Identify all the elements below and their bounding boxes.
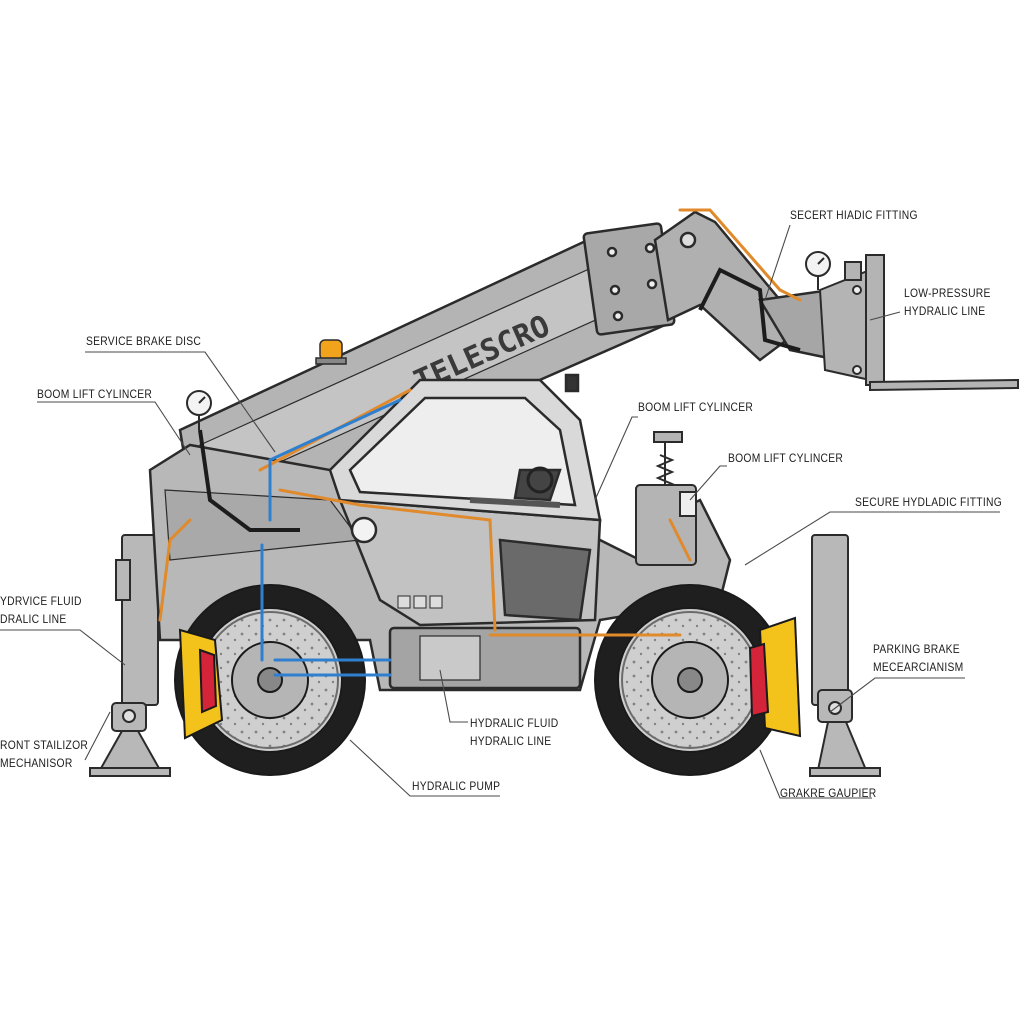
label-secure-fitting-top: SECERT HIADIC FITTING (790, 208, 918, 222)
fork-carriage (818, 254, 1019, 392)
label-boom-lift-cylinder-left: BOOM LIFT CYLINCER (37, 387, 153, 401)
hydraulic-pump-housing (388, 626, 582, 690)
front-brake-pad (198, 648, 218, 714)
cab (328, 373, 602, 522)
front-wheel (174, 584, 366, 776)
label-boom-lift-cylinder-center: BOOM LIFT CYLINCER (638, 400, 754, 414)
pressure-gauge-left (186, 390, 212, 430)
hydraulic-lines-black (198, 267, 801, 532)
pressure-gauge-body (350, 516, 378, 544)
rear-spring-mount (635, 431, 697, 566)
hydraulic-lines-blue (260, 398, 402, 677)
rear-brake-pad (748, 642, 770, 718)
label-boom-lift-cylinder-right: BOOM LIFT CYLINCER (728, 451, 844, 465)
rear-wheel (594, 584, 802, 776)
label-brake-caliper: GRAKRE GAUPIER (780, 786, 877, 800)
leader-lines (0, 224, 1000, 799)
right-stabilizer (809, 534, 881, 777)
label-hydraulic-pump: HYDRALIC PUMP (412, 779, 501, 793)
beacon-light (315, 339, 347, 365)
label-service-brake-disc: SERVICE BRAKE DISC (86, 334, 202, 348)
left-stabilizer (89, 534, 171, 777)
label-secure-fitting-right: SECURE HYDLADIC FITTING (855, 495, 1002, 509)
pressure-gauge-top (805, 251, 831, 290)
